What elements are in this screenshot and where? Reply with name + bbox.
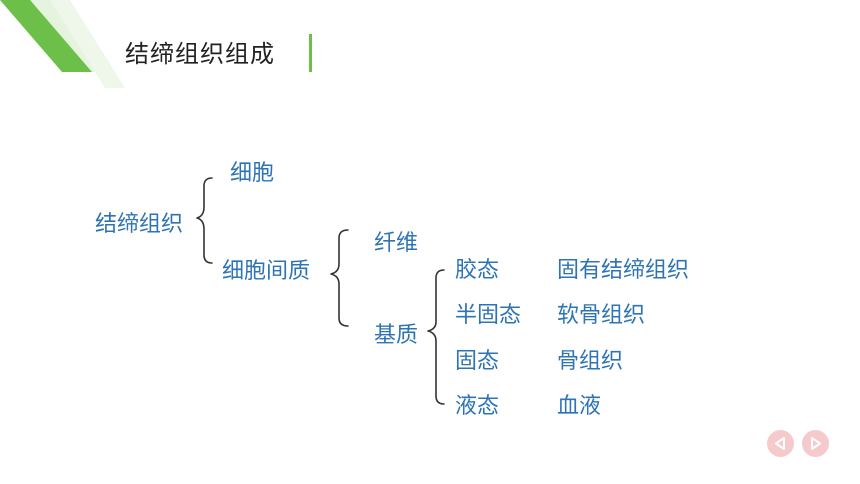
tissue-blood: 血液 [557, 394, 602, 419]
tissue-bone: 骨组织 [557, 349, 624, 374]
page-title: 结缔组织组成 [125, 40, 275, 68]
state-semisolid: 半固态 [455, 303, 522, 328]
decorative-chevron [0, 0, 125, 88]
brace-intercellular [330, 229, 349, 327]
node-fiber: 纤维 [374, 231, 419, 256]
node-cell: 细胞 [230, 161, 275, 186]
title-accent-bar [309, 34, 312, 72]
triangle-left-icon [775, 437, 785, 450]
node-root: 结缔组织 [95, 212, 184, 237]
node-ground-substance: 基质 [374, 323, 419, 348]
brace-ground-substance [427, 269, 445, 405]
state-gel: 胶态 [455, 258, 500, 283]
prev-slide-button[interactable] [767, 430, 794, 457]
brace-root [196, 177, 213, 264]
triangle-right-icon [811, 437, 821, 450]
next-slide-button[interactable] [802, 430, 829, 457]
state-solid: 固态 [455, 349, 500, 374]
node-intercellular-substance: 细胞间质 [222, 259, 311, 284]
tissue-cartilage: 软骨组织 [557, 303, 646, 328]
tissue-connective-proper: 固有结缔组织 [557, 258, 690, 283]
state-liquid: 液态 [455, 394, 500, 419]
